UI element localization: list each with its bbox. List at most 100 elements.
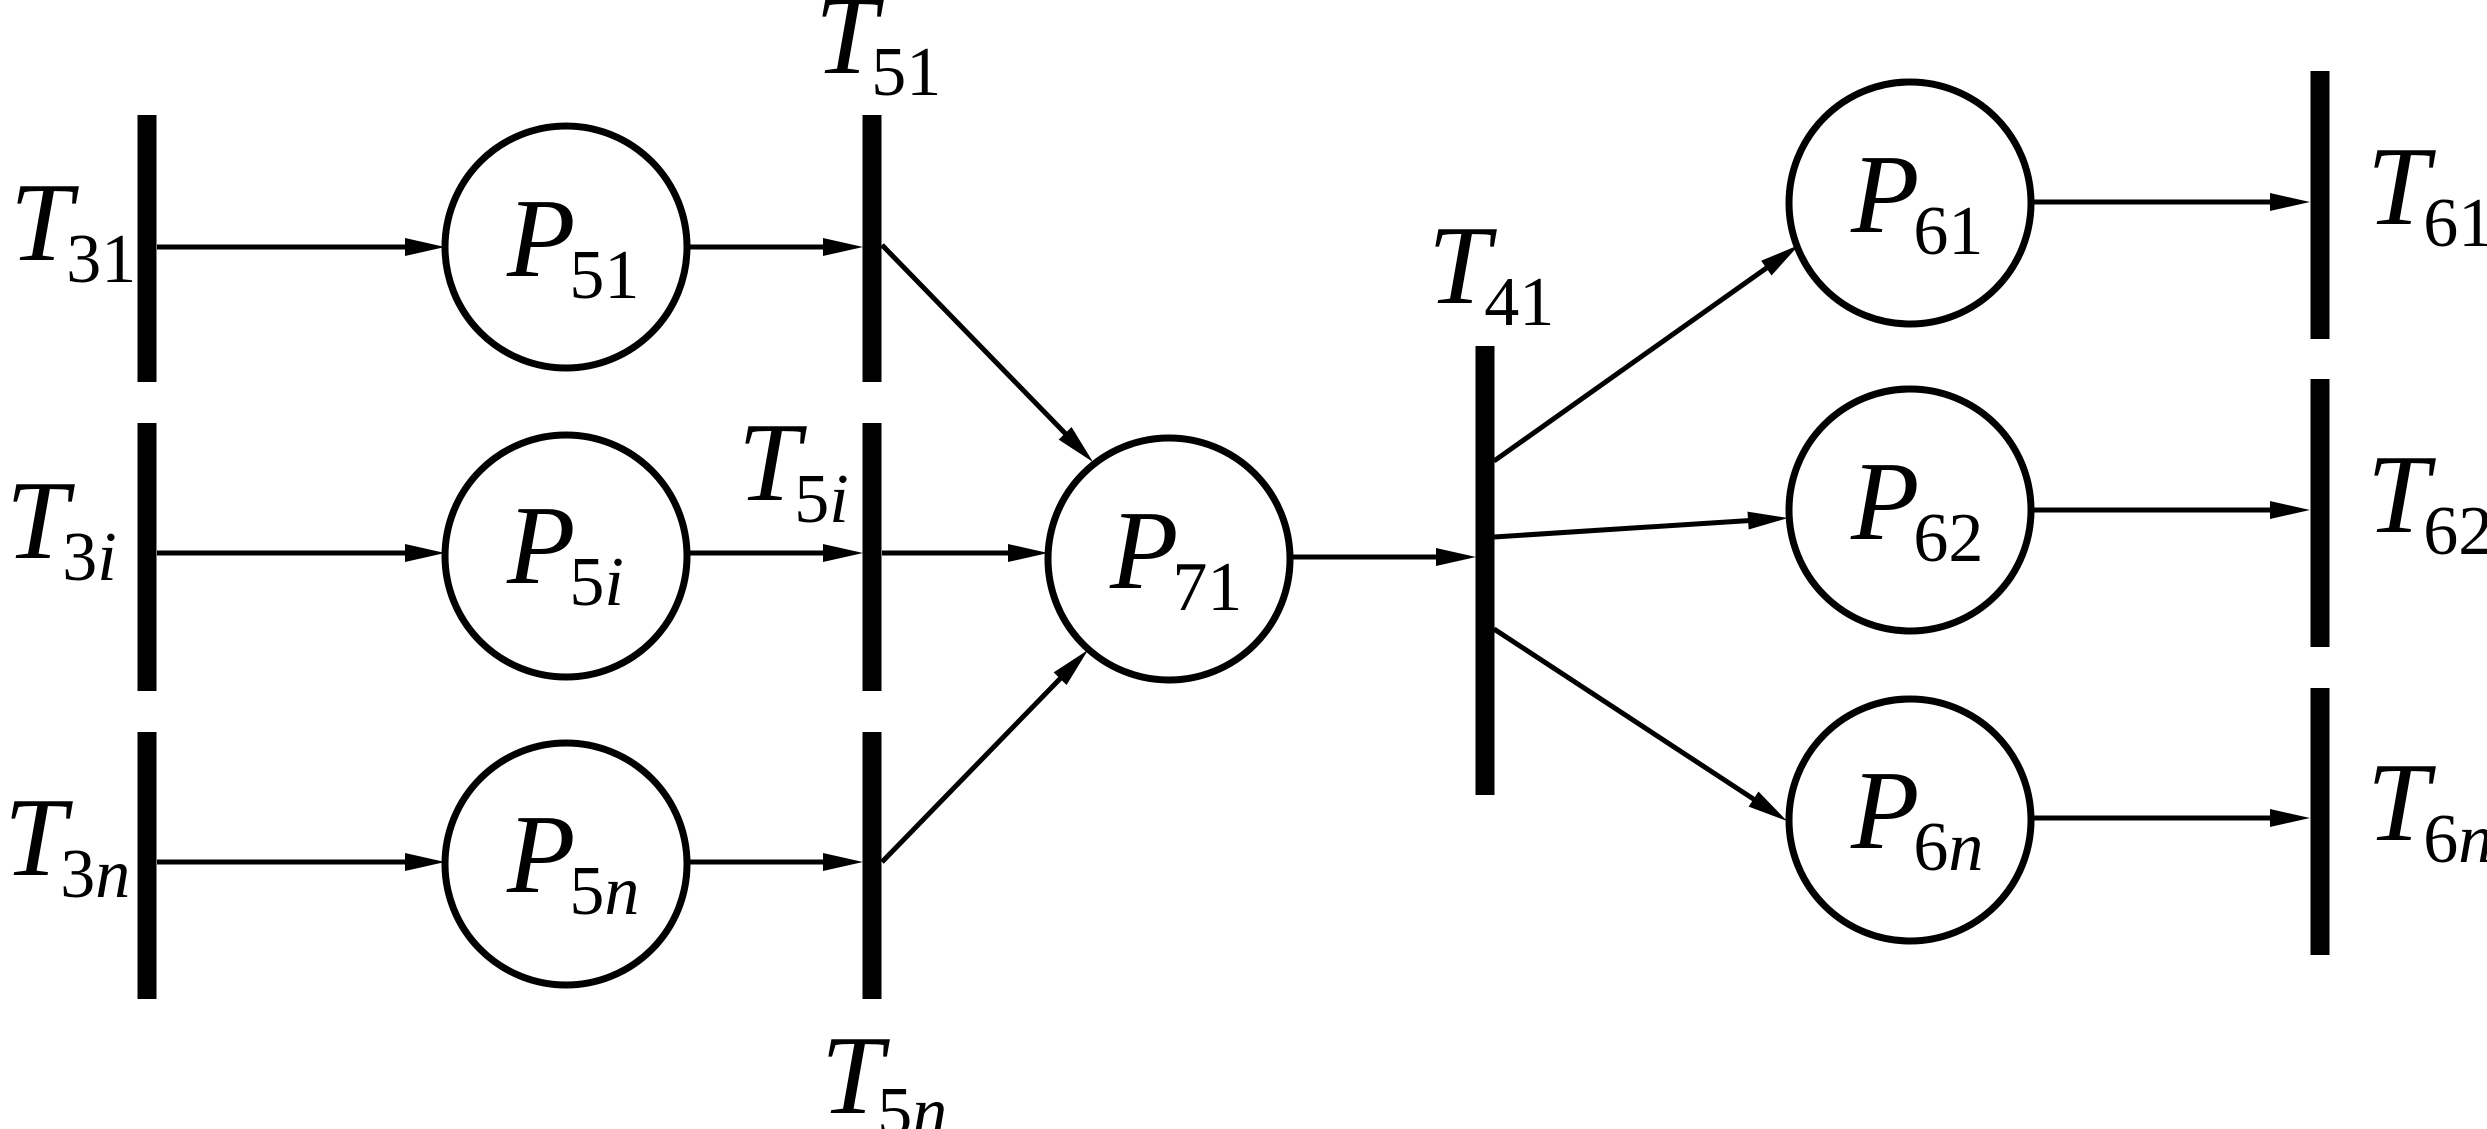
arrowhead-icon [2270,809,2310,827]
transition-t3n[interactable] [137,732,157,999]
arc-p5i-to-t5i [688,544,863,562]
arrowhead-icon [823,544,863,562]
transition-label-t31: T31 [10,161,136,298]
place-p5n[interactable] [441,739,691,989]
arc-t5i-to-p71 [882,544,1048,562]
label-subscript: 5 [794,461,829,538]
label-letter: T [10,161,79,285]
arrowhead-icon [2270,193,2310,211]
label-letter: P [506,484,575,608]
label-subscript: 5 [569,853,604,930]
arc-line [880,243,1069,437]
transition-t51[interactable] [862,115,882,382]
arrowhead-icon [2270,501,2310,519]
transition-label-t3n: T3n [4,776,130,913]
arrowhead-icon [405,544,445,562]
label-subscript: 5 [569,544,604,621]
arc-p62-to-t62 [2031,501,2310,519]
arc-t3n-to-p5n [157,853,445,871]
transition-t41[interactable] [1475,346,1495,795]
place-label-p71: P71 [1109,489,1242,626]
label-letter: T [6,459,75,583]
label-letter: P [506,793,575,917]
place-p61[interactable] [1785,78,2035,328]
arc-line [1493,517,1751,540]
label-subscript: 51 [871,34,941,111]
transition-t5n[interactable] [862,732,882,999]
place-p51[interactable] [441,122,691,372]
place-p62[interactable] [1785,385,2035,635]
transition-label-t5i: T5i [738,401,849,538]
label-subscript: 5 [877,1074,912,1129]
transition-label-t5n: T5n [821,1014,947,1129]
place-label-p61: P61 [1850,133,1983,270]
label-letter: P [506,177,575,301]
arc-t31-to-p51 [157,238,445,256]
place-p71[interactable] [1044,434,1294,684]
arc-line [1492,264,1770,464]
arc-p5n-to-t5n [686,853,863,871]
arc-t5n-to-p71 [880,650,1088,864]
label-subscript: 61 [1913,193,1983,270]
label-letter: T [2367,433,2436,557]
transition-t6n[interactable] [2310,688,2330,955]
arrowhead-icon [1747,511,1788,530]
arrowhead-icon [1748,791,1787,821]
label-subscript: 71 [1172,549,1242,626]
arrowhead-icon [1008,544,1048,562]
label-subscript-index: n [1948,809,1983,886]
places-layer [441,78,2035,989]
labels-layer: T31T3iT3nT51T5iT5nT41T61T62T6nP51P5iP5nP… [4,0,2487,1129]
transition-label-t3i: T3i [6,459,117,596]
arc-line [880,675,1064,864]
label-letter: P [1850,133,1919,257]
label-letter: P [1109,489,1178,613]
arrowhead-icon [823,853,863,871]
arrowhead-icon [405,853,445,871]
label-subscript: 51 [569,237,639,314]
label-letter: T [4,776,73,900]
transition-t31[interactable] [137,115,157,382]
label-subscript: 41 [1484,264,1554,341]
place-label-p62: P62 [1850,440,1983,577]
arc-t3i-to-p5i [157,544,445,562]
arrowhead-icon [405,238,445,256]
arc-t41-to-p62 [1493,511,1788,540]
transition-t62[interactable] [2310,379,2330,647]
place-label-p51: P51 [506,177,639,314]
transition-label-t41: T41 [1428,204,1554,341]
label-subscript: 62 [2423,493,2487,570]
transition-t5i[interactable] [862,423,882,691]
arc-line [1492,626,1757,803]
transitions-layer [137,71,2330,999]
label-subscript: 31 [66,221,136,298]
arc-t41-to-p61 [1492,245,1799,464]
arc-p6n-to-t6n [2031,809,2310,827]
place-label-p6n: P6n [1850,749,1983,886]
transition-t3i[interactable] [137,423,157,691]
arrowhead-icon [1058,427,1093,462]
label-letter: P [1850,440,1919,564]
label-letter: T [738,401,807,525]
label-subscript-index: n [604,853,639,930]
transition-label-t51: T51 [815,0,941,111]
arc-p71-to-t41 [1290,548,1476,566]
label-subscript-index: n [2458,801,2487,878]
transition-label-t61: T61 [2367,125,2487,262]
arrowhead-icon [823,238,863,256]
label-letter: T [1428,204,1497,328]
label-letter: T [821,1014,890,1129]
transition-t61[interactable] [2310,71,2330,339]
arc-t51-to-p71 [880,243,1093,462]
label-letter: T [815,0,884,98]
label-subscript: 3 [62,519,97,596]
place-p5i[interactable] [441,431,691,681]
label-letter: P [1850,749,1919,873]
label-subscript-index: n [95,836,130,913]
label-subscript: 6 [2423,801,2458,878]
place-label-p5i: P5i [506,484,624,621]
place-p6n[interactable] [1785,695,2035,945]
label-letter: T [2367,741,2436,865]
label-subscript: 3 [60,836,95,913]
